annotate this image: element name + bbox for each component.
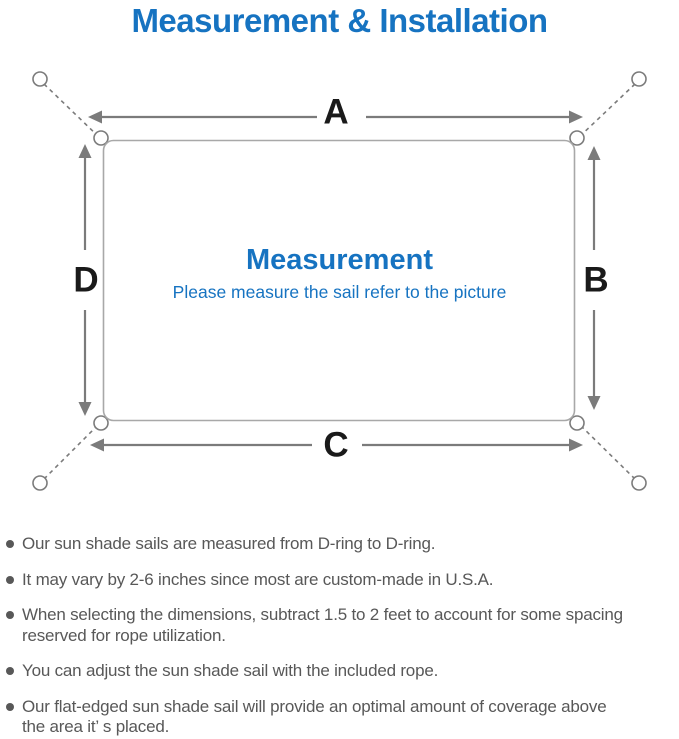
bullet-icon [6,611,14,619]
rope-top-left [43,83,102,140]
d-ring-top-left-icon [93,130,109,146]
dimension-label-d: D [73,260,99,300]
bullet-icon [6,702,14,711]
rope-bottom-left [43,421,102,480]
list-item: Our flat-edged sun shade sail will provi… [6,697,677,738]
anchor-ring-top-right-icon [631,71,647,87]
d-ring-top-right-icon [569,130,585,146]
corner-rope-lines [43,83,636,480]
anchor-ring-bottom-right-icon [631,475,647,491]
page-title: Measurement & Installation [131,2,548,39]
measurement-diagram: A B C D Measurement Please measure the s… [0,60,679,520]
rope-top-right [576,83,636,140]
dimension-arrow-d [78,144,92,416]
notes-list: Our sun shade sails are measured from D-… [6,534,677,739]
d-ring-bottom-right-icon [569,415,585,431]
corner-d-rings [93,130,585,431]
note-text: You can adjust the sun shade sail with t… [22,661,439,680]
note-text: Our flat-edged sun shade sail will provi… [22,696,607,737]
diagram-center-text: Measurement Please measure the sail refe… [173,244,507,303]
anchor-ring-bottom-left-icon [32,475,48,491]
list-item: Our sun shade sails are measured from D-… [6,534,677,555]
bullet-icon [6,667,14,675]
dimension-arrow-c [90,438,583,452]
note-text: When selecting the dimensions, subtract … [22,605,623,645]
list-item: It may vary by 2-6 inches since most are… [6,570,677,591]
list-item: When selecting the dimensions, subtract … [6,605,677,646]
note-text: Our sun shade sails are measured from D-… [22,534,436,553]
dimension-arrow-b [587,146,601,410]
rope-bottom-right [576,421,636,480]
note-text: It may vary by 2-6 inches since most are… [22,569,494,589]
bullet-icon [6,540,14,548]
diagram-center-title: Measurement [246,244,433,276]
sail-diagram-graphic [32,71,647,491]
d-ring-bottom-left-icon [93,415,109,431]
dimension-label-c: C [323,425,349,465]
dimension-label-b: B [583,260,609,300]
anchor-rings [32,71,647,491]
bullet-icon [6,575,14,584]
list-item: You can adjust the sun shade sail with t… [6,661,677,682]
dimension-arrows [78,110,601,452]
dimension-label-a: A [323,92,349,132]
anchor-ring-top-left-icon [32,71,48,87]
diagram-center-subtitle: Please measure the sail refer to the pic… [172,282,507,302]
dimension-arrow-a [88,110,583,124]
sail-rectangle [102,139,576,422]
